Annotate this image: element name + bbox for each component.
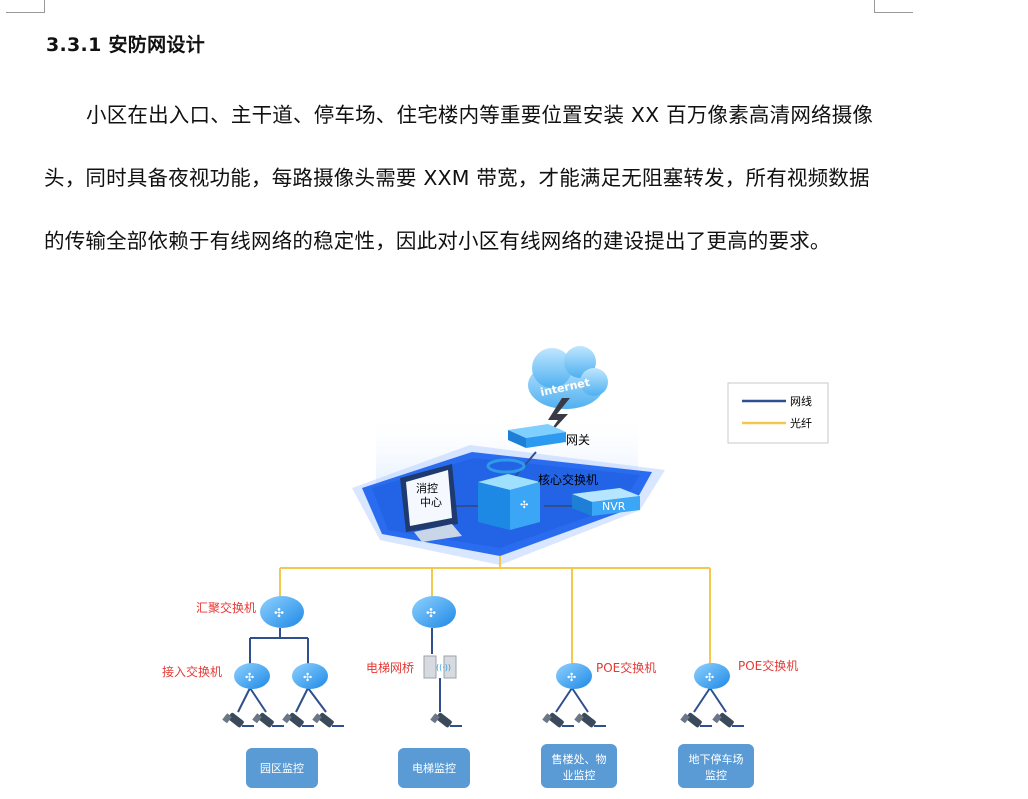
aggregation-switch-label: 汇聚交换机: [196, 600, 256, 615]
crop-mark-top-left: [6, 0, 45, 13]
nvr-icon: [572, 488, 640, 516]
legend: [727, 382, 829, 444]
parking-monitoring-label-1: 地下停车场: [689, 752, 744, 766]
nvr-label: NVR: [602, 500, 626, 513]
switch-glyph-icon: ✣: [520, 500, 528, 511]
sales-office-monitoring-box: [541, 744, 617, 788]
control-center-monitor-icon: [400, 464, 462, 542]
control-center-label-2: 中心: [420, 496, 442, 509]
elevator-monitoring-box: [398, 748, 470, 788]
fiber-links: [279, 556, 711, 668]
internet-cloud-icon: [528, 346, 608, 409]
camera-icon-5: [429, 711, 463, 730]
svg-text:✣: ✣: [567, 671, 576, 684]
legend-fiber-label: 光纤: [790, 416, 812, 430]
access-switch-label: 接入交换机: [162, 664, 222, 679]
body-paragraph: 小区在出入口、主干道、停车场、住宅楼内等重要位置安装 XX 百万像素高清网络摄像…: [44, 103, 874, 253]
core-switch-label: 核心交换机: [538, 472, 598, 487]
park-monitoring-box: [246, 748, 318, 788]
camera-icon-7: [573, 711, 607, 730]
camera-icon-6: [541, 711, 575, 730]
poe-switch-label-2: POE交换机: [738, 658, 798, 673]
svg-text:✣: ✣: [274, 606, 284, 620]
elevator-monitoring-label: 电梯监控: [412, 761, 456, 775]
poe-switch-icon-2: ✣: [694, 663, 730, 689]
core-switch-icon: ✣: [478, 458, 540, 530]
legend-cable-label: 网线: [790, 394, 812, 408]
svg-text:✣: ✣: [426, 606, 436, 620]
elevator-bridge-label: 电梯网桥: [366, 661, 414, 675]
svg-text:((·)): ((·)): [436, 663, 451, 672]
elevator-bridge-icon: ((·)): [423, 655, 457, 679]
poe-switch-label-1: POE交换机: [596, 660, 656, 675]
camera-icon-9: [711, 711, 745, 730]
camera-icon-4: [311, 711, 345, 730]
svg-text:✣: ✣: [705, 671, 714, 684]
svg-text:✣: ✣: [245, 671, 254, 684]
camera-icon-8: [679, 711, 713, 730]
svg-text:✣: ✣: [303, 671, 312, 684]
parking-monitoring-label-2: 监控: [705, 768, 727, 782]
sales-office-monitoring-label-1: 售楼处、物: [552, 752, 607, 766]
elevator-switch-icon: ✣: [412, 596, 456, 628]
access-switch-icon-1: ✣: [234, 663, 270, 689]
crop-mark-top-right: [874, 0, 913, 13]
control-center-label-1: 消控: [416, 481, 438, 495]
cable-links: [237, 628, 727, 713]
sales-office-monitoring-label-2: 业监控: [563, 768, 596, 782]
gateway-label: 网关: [566, 433, 590, 447]
lightning-icon: [544, 398, 570, 440]
aggregation-switch-icon: ✣: [260, 596, 304, 628]
poe-switch-icon-1: ✣: [556, 663, 592, 689]
section-heading: 3.3.1 安防网设计: [46, 34, 206, 56]
parking-monitoring-box: [678, 744, 754, 788]
gateway-icon: [508, 424, 566, 448]
camera-icon-2: [251, 711, 285, 730]
camera-icon-1: [221, 711, 255, 730]
access-switch-icon-2: ✣: [292, 663, 328, 689]
camera-icon-3: [281, 711, 315, 730]
park-monitoring-label: 园区监控: [260, 761, 304, 775]
